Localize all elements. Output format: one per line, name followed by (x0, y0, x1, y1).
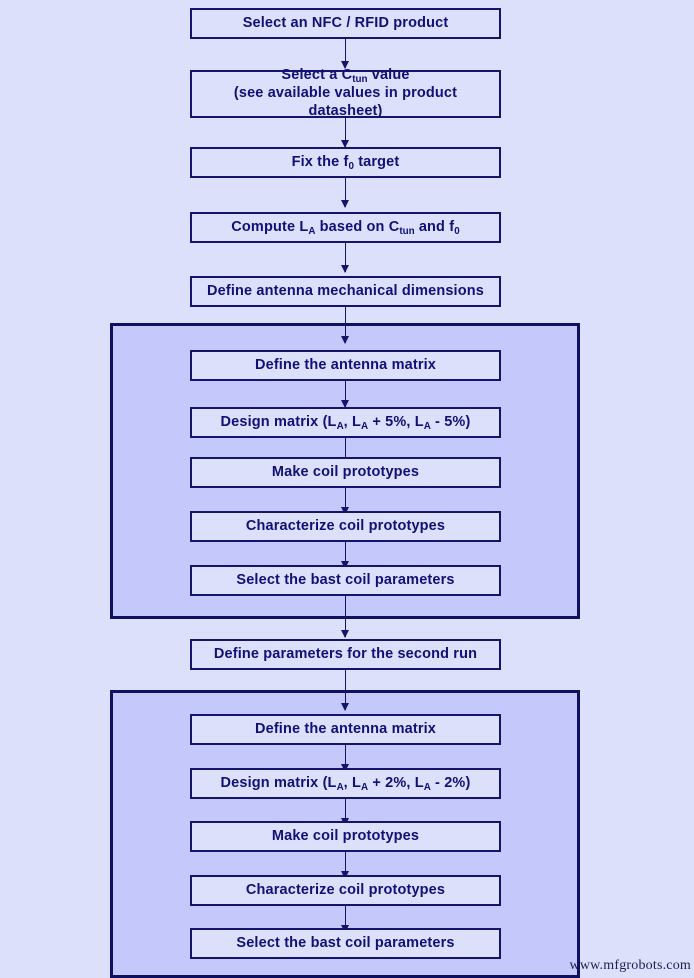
node-label: Compute LA based on Ctun and f0 (231, 218, 460, 237)
arrowhead-10 (341, 630, 349, 638)
node-select-product[interactable]: Select an NFC / RFID product (190, 8, 501, 39)
subscript-A: A (308, 225, 316, 237)
node-label: Define the antenna matrix (254, 356, 436, 373)
node-select-best-coil-params-run1[interactable]: Select the bast coil parameters (190, 565, 501, 596)
arrowhead-3 (341, 200, 349, 208)
node-label: Select an NFC / RFID product (242, 14, 449, 31)
connector-1 (345, 39, 346, 68)
subscript-A: A (361, 781, 369, 793)
node-characterize-coil-prototypes-run2[interactable]: Characterize coil prototypes (190, 875, 501, 906)
connector-8 (345, 488, 346, 514)
node-label: Make coil prototypes (271, 827, 420, 844)
arrowhead-2 (341, 140, 349, 148)
subscript-A: A (361, 420, 369, 432)
node-label: Design matrix (LA, LA + 5%, LA - 5%) (220, 413, 471, 432)
node-label: Define the antenna matrix (254, 720, 436, 737)
connector-12 (345, 745, 346, 771)
connector-14 (345, 852, 346, 878)
subscript-A: A (336, 420, 344, 432)
connector-9 (345, 542, 346, 568)
arrowhead-4 (341, 265, 349, 273)
connector-13 (345, 799, 346, 825)
connector-11 (345, 670, 346, 710)
node-compute-la[interactable]: Compute LA based on Ctun and f0 (190, 212, 501, 243)
connector-4 (345, 243, 346, 272)
subscript-A: A (423, 781, 431, 793)
subscript-0: 0 (454, 225, 460, 237)
node-design-matrix-run1[interactable]: Design matrix (LA, LA + 5%, LA - 5%) (190, 407, 501, 438)
connector-10 (345, 596, 346, 637)
arrowhead-11 (341, 703, 349, 711)
node-label: Define antenna mechanical dimensions (207, 282, 484, 299)
node-fix-f0-target[interactable]: Fix the f0 target (190, 147, 501, 178)
node-characterize-coil-prototypes-run1[interactable]: Characterize coil prototypes (190, 511, 501, 542)
node-select-ctun[interactable]: Select a Ctun value (see available value… (190, 67, 501, 119)
connector-5 (345, 307, 346, 343)
arrowhead-6 (341, 400, 349, 408)
node-label: Make coil prototypes (271, 463, 420, 480)
node-label: Define parameters for the second run (213, 645, 478, 662)
connector-7 (345, 438, 346, 464)
node-label: Design matrix (LA, LA + 2%, LA - 2%) (220, 774, 471, 793)
subscript-tun: tun (352, 74, 368, 86)
node-label: Characterize coil prototypes (245, 881, 446, 898)
node-label: Characterize coil prototypes (245, 517, 446, 534)
node-select-best-coil-params-run2[interactable]: Select the bast coil parameters (190, 928, 501, 959)
subscript-tun: tun (399, 225, 415, 237)
node-label-line1: Select a Ctun value (281, 67, 410, 86)
site-watermark: www.mfgrobots.com (569, 958, 691, 973)
node-design-matrix-run2[interactable]: Design matrix (LA, LA + 2%, LA - 2%) (190, 768, 501, 799)
node-define-antenna-matrix-run1[interactable]: Define the antenna matrix (190, 350, 501, 381)
connector-6 (345, 381, 346, 407)
node-define-parameters-second-run[interactable]: Define parameters for the second run (190, 639, 501, 670)
connector-2 (345, 118, 346, 147)
subscript-A: A (336, 781, 344, 793)
node-label: Select the bast coil parameters (236, 934, 455, 951)
node-make-coil-prototypes-run1[interactable]: Make coil prototypes (190, 457, 501, 488)
node-define-antenna-matrix-run2[interactable]: Define the antenna matrix (190, 714, 501, 745)
arrowhead-1 (341, 61, 349, 69)
node-define-mechanical-dimensions[interactable]: Define antenna mechanical dimensions (190, 276, 501, 307)
subscript-0: 0 (348, 160, 355, 172)
node-make-coil-prototypes-run2[interactable]: Make coil prototypes (190, 821, 501, 852)
node-label: Select the bast coil parameters (236, 571, 455, 588)
connector-15 (345, 906, 346, 932)
arrowhead-5 (341, 336, 349, 344)
node-label: Fix the f0 target (291, 153, 400, 172)
node-label-line2: (see available values in product datashe… (233, 85, 458, 119)
connector-3 (345, 178, 346, 207)
subscript-A: A (423, 420, 431, 432)
